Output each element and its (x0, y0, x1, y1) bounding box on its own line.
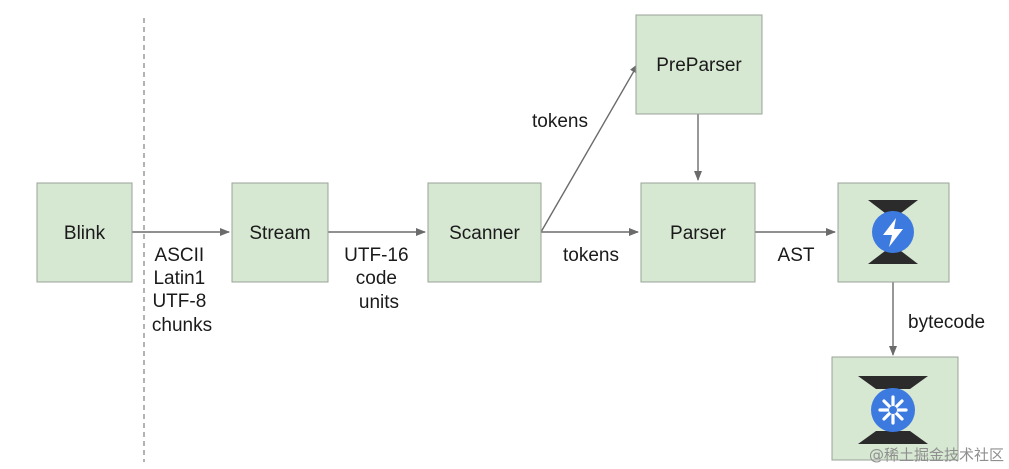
edge-label-bytecode: bytecode (908, 312, 985, 333)
edge-label-tokens-parser: tokens (563, 245, 619, 266)
ignition-logo-icon (868, 200, 918, 264)
node-parser-label: Parser (670, 223, 727, 244)
node-blink-label: Blink (64, 223, 106, 244)
edge-label-tokens-preparser: tokens (532, 111, 588, 132)
node-parser: Parser (640, 182, 756, 283)
edge-label-ast: AST (778, 245, 815, 266)
node-blink: Blink (36, 182, 133, 283)
node-preparser-label: PreParser (656, 55, 742, 76)
node-stream: Stream (231, 182, 329, 283)
edge-label-encodings: ASCII Latin1 UTF-8 chunks (152, 245, 212, 336)
node-scanner: Scanner (427, 182, 542, 283)
node-stream-label: Stream (249, 223, 310, 244)
edge-scanner-to-preparser (540, 63, 639, 233)
node-interpreter (831, 356, 959, 461)
node-scanner-label: Scanner (449, 223, 520, 244)
interpreter-logo-icon (858, 376, 928, 444)
watermark-text: @稀土掘金技术社区 (869, 446, 1004, 464)
node-preparser: PreParser (635, 14, 763, 115)
edge-label-utf16: UTF-16 code units (344, 245, 414, 313)
node-ignition (837, 182, 950, 283)
